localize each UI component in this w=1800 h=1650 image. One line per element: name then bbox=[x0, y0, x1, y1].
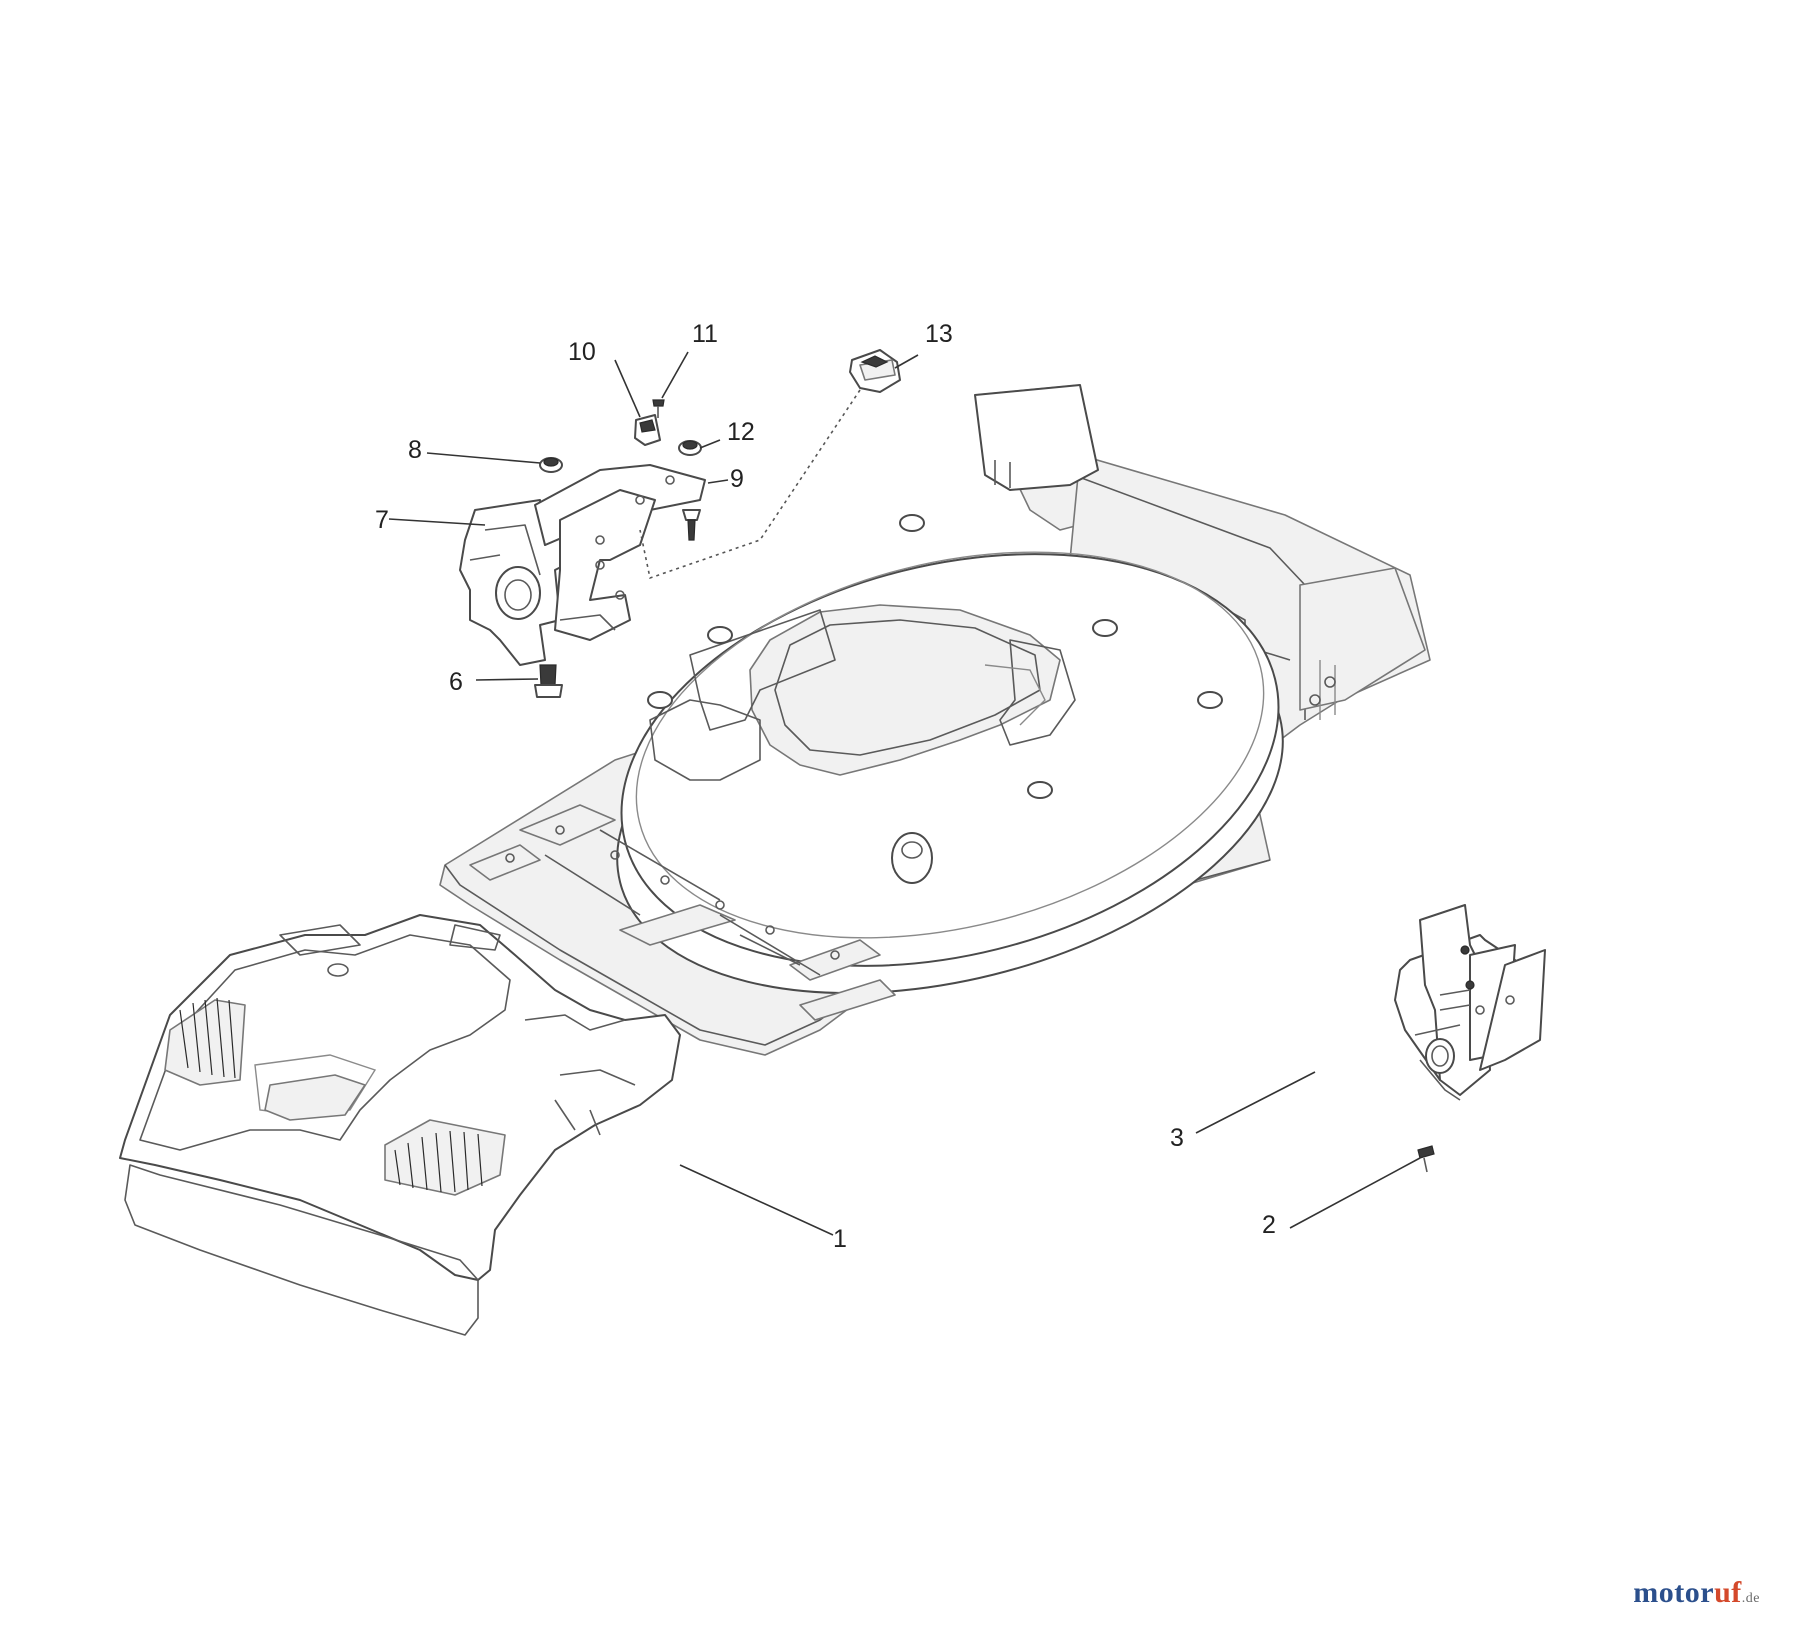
callout-11: 11 bbox=[692, 320, 718, 348]
mower-deck bbox=[439, 384, 1431, 1056]
left-height-adjuster bbox=[459, 399, 706, 698]
callout-7: 7 bbox=[375, 506, 389, 534]
screw-11 bbox=[652, 399, 665, 418]
bolt-9 bbox=[682, 509, 701, 541]
right-height-adjuster bbox=[1394, 904, 1546, 1173]
screw-2 bbox=[1417, 1145, 1435, 1173]
leader-lines bbox=[388, 351, 1421, 1236]
nut-8 bbox=[539, 457, 563, 473]
cable-clip-13 bbox=[849, 349, 901, 393]
watermark-main-text: motor bbox=[1633, 1576, 1715, 1609]
callout-3: 3 bbox=[1170, 1124, 1184, 1152]
callout-9: 9 bbox=[730, 465, 744, 493]
watermark-accent-text: uf bbox=[1714, 1576, 1742, 1609]
nut-12 bbox=[678, 440, 702, 456]
front-cover bbox=[119, 914, 681, 1336]
knob-10 bbox=[634, 414, 661, 446]
watermark-tld-text: .de bbox=[1741, 1591, 1760, 1606]
callout-1: 1 bbox=[833, 1225, 847, 1253]
motoruf-watermark: motoruf.de bbox=[1633, 1576, 1760, 1610]
callout-13: 13 bbox=[925, 320, 953, 348]
callout-8: 8 bbox=[408, 436, 422, 464]
callout-6: 6 bbox=[449, 668, 463, 696]
callout-12: 12 bbox=[727, 418, 755, 446]
callout-labels: 1 2 3 6 7 8 9 10 11 12 13 bbox=[375, 320, 1276, 1253]
callout-10: 10 bbox=[568, 338, 596, 366]
bolt-6 bbox=[534, 664, 563, 698]
cable-routing-line bbox=[639, 389, 861, 580]
callout-2: 2 bbox=[1262, 1211, 1276, 1239]
